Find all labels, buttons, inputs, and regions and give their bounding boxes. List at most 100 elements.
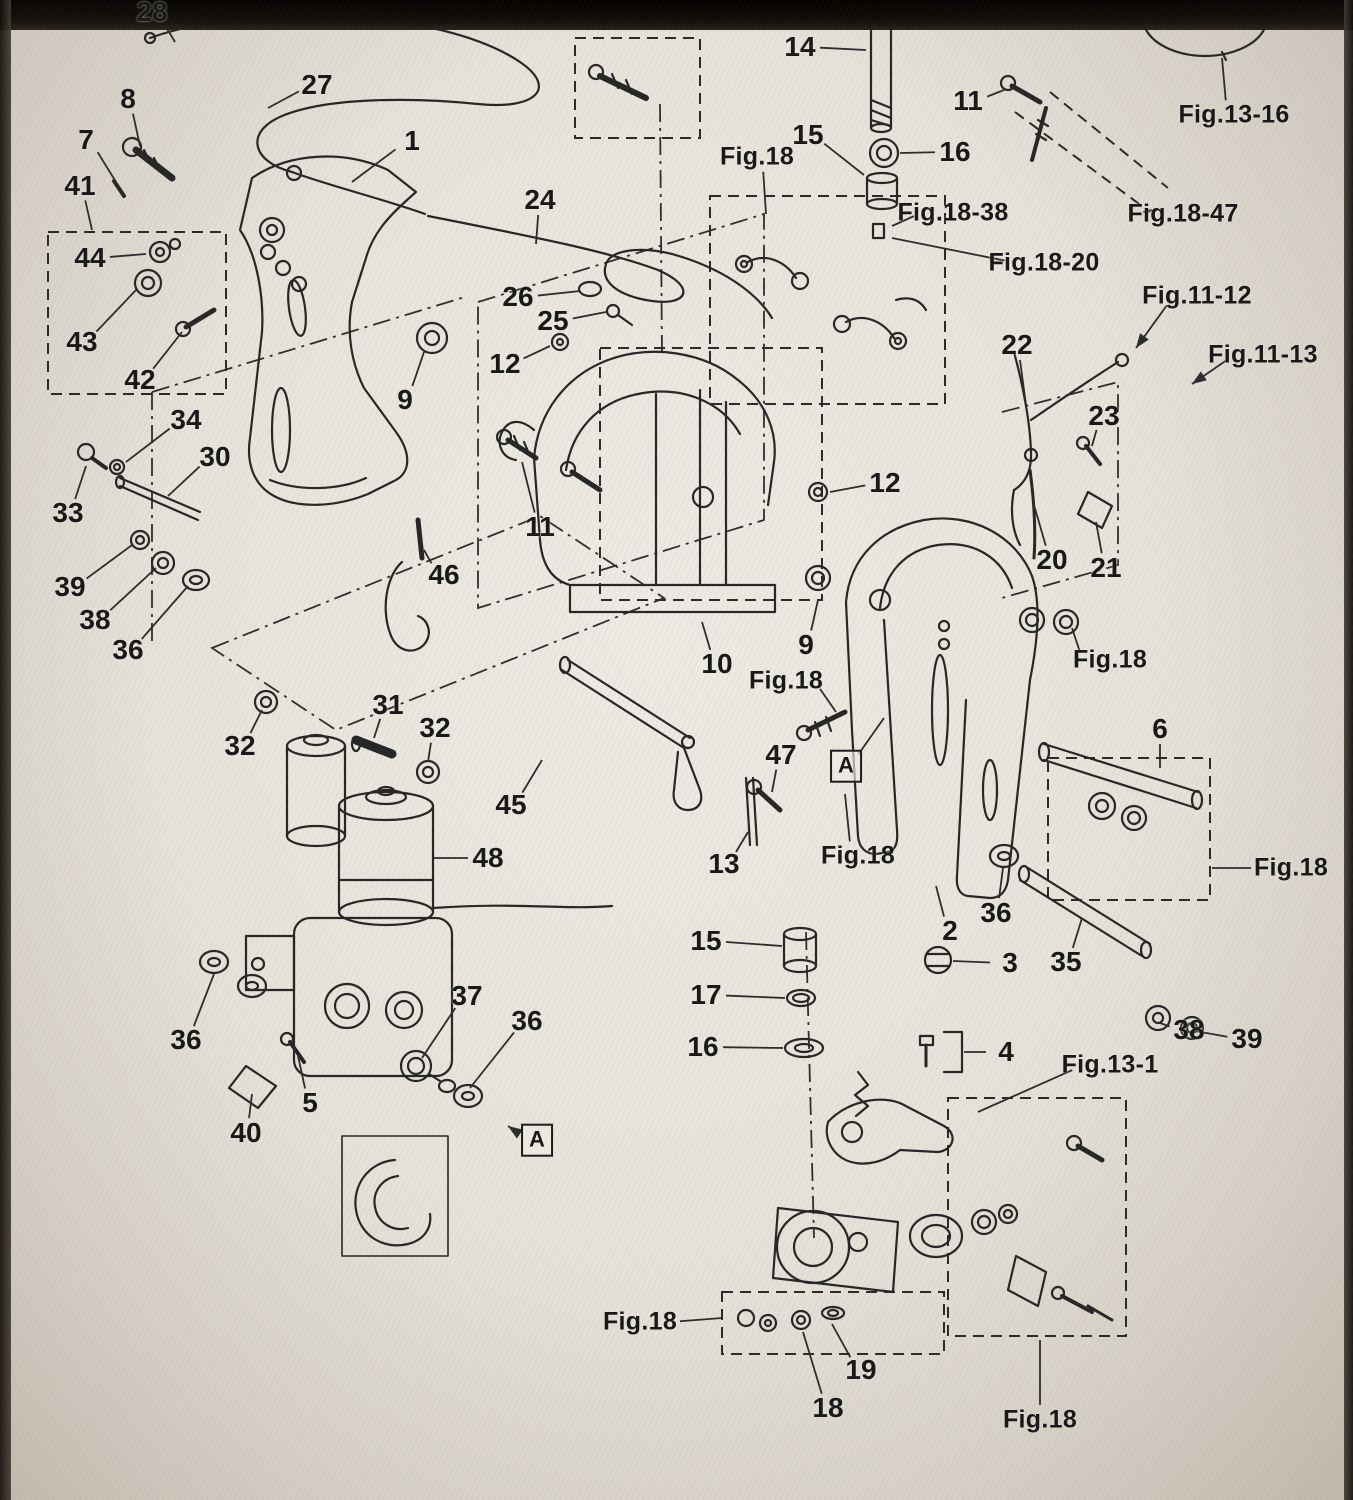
- leader-line: [267, 90, 300, 109]
- leader-line: [810, 599, 819, 631]
- leader-line: [857, 717, 885, 755]
- leader-line: [521, 461, 536, 513]
- leader-line: [771, 769, 778, 793]
- leader-lines: [74, 23, 1251, 1405]
- leader-line: [507, 1125, 523, 1139]
- screen-bezel-left: [0, 0, 11, 1500]
- leader-line: [167, 465, 201, 497]
- leader-line: [701, 621, 712, 651]
- leader-line: [74, 465, 87, 500]
- leader-line: [537, 290, 581, 297]
- screen-bezel-top: [0, 0, 1353, 30]
- part-8-bolt: [121, 136, 176, 182]
- part-2-stern-bracket: [804, 517, 1039, 900]
- leader-line: [351, 148, 397, 183]
- leader-line: [899, 151, 936, 154]
- leader-line: [762, 171, 767, 215]
- leader-line: [1071, 627, 1081, 651]
- leader-line: [1091, 429, 1098, 447]
- parts-3-4: [918, 945, 964, 1074]
- leader-line: [952, 960, 991, 964]
- leader-line: [95, 289, 137, 333]
- leader-line: [141, 585, 189, 640]
- leader-line: [572, 311, 607, 320]
- parts-42-43-44: [133, 237, 217, 338]
- leader-line: [1194, 1030, 1228, 1038]
- leader-line: [823, 143, 865, 176]
- leader-line: [411, 351, 425, 387]
- leader-line: [1019, 359, 1027, 406]
- leader-line: [84, 200, 93, 231]
- leader-line: [423, 549, 433, 564]
- leader-line: [421, 1007, 457, 1059]
- leader-line: [829, 484, 866, 493]
- leader-line: [725, 994, 786, 999]
- leader-line: [535, 214, 540, 245]
- leader-line: [1033, 504, 1047, 546]
- leader-line: [1095, 521, 1103, 554]
- leader-line: [373, 718, 382, 739]
- leader-line: [1071, 917, 1083, 949]
- dashed-box-bolt: [587, 63, 649, 101]
- leader-line: [297, 1055, 306, 1089]
- topright-bolts: [999, 74, 1050, 162]
- leader-line: [819, 688, 837, 713]
- parts-13-47: [744, 776, 783, 847]
- leader-line: [427, 742, 432, 763]
- part-46-pin-hook: [384, 517, 430, 652]
- leader-line: [831, 1323, 852, 1358]
- part-10-swivel-bracket: [498, 350, 777, 614]
- leader-line: [977, 1069, 1073, 1113]
- part-7-pin: [112, 179, 126, 198]
- leader-line: [96, 151, 117, 183]
- leader-line: [523, 345, 551, 360]
- right-fig18-nuts: [1018, 606, 1080, 636]
- leader-line: [152, 331, 183, 370]
- leader-line: [679, 1317, 723, 1323]
- leader-line: [249, 709, 263, 734]
- leader-line: [132, 113, 141, 147]
- leader-line: [1221, 57, 1227, 101]
- leader-line: [986, 89, 1005, 98]
- leader-line: [521, 759, 543, 794]
- leader-line: [891, 237, 1005, 262]
- leader-line: [998, 867, 1004, 899]
- part-1-clamp-bracket: [238, 155, 449, 506]
- leader-line: [935, 885, 945, 917]
- cable-24: [426, 214, 774, 320]
- leader-line: [802, 1331, 823, 1395]
- part-16-15-top: [865, 137, 900, 240]
- tilt-rod-middle: [558, 655, 703, 812]
- leader-line: [109, 253, 147, 258]
- part-47-spring-bolt: [795, 709, 848, 742]
- parts-20-21-22-23: [1010, 350, 1130, 560]
- fig13-1-assembly: [736, 1070, 1114, 1333]
- leader-line: [735, 831, 749, 853]
- parts-15-17-16-stack: [782, 926, 825, 1059]
- leader-line: [1143, 209, 1153, 213]
- part-48-trim-motor: [244, 689, 614, 1078]
- leader-line: [722, 1046, 784, 1049]
- parts-30-33-34-36-38-39: [76, 442, 211, 592]
- screen-bezel-right: [1344, 0, 1353, 1500]
- leader-line: [192, 973, 215, 1027]
- leader-line: [86, 544, 133, 580]
- cable-27-28: [143, 14, 540, 216]
- leader-line: [469, 1031, 515, 1089]
- fig18-box-wires: [734, 254, 928, 351]
- leader-line: [1159, 1022, 1170, 1028]
- part-6-tilt-tube: [1037, 741, 1204, 832]
- leader-line: [891, 215, 915, 227]
- leader-line: [725, 941, 783, 947]
- leader-line: [125, 427, 171, 463]
- leader-line: [248, 1093, 253, 1119]
- leader-line: [1191, 359, 1227, 385]
- leader-line: [109, 567, 157, 611]
- parts-5-36-37-40: [198, 949, 484, 1257]
- parts-11-12-25-26: [495, 280, 829, 503]
- parts-35-36-38-39-right: [988, 843, 1205, 1041]
- dashed-boxes: [47, 37, 1211, 1355]
- leader-line: [819, 46, 867, 51]
